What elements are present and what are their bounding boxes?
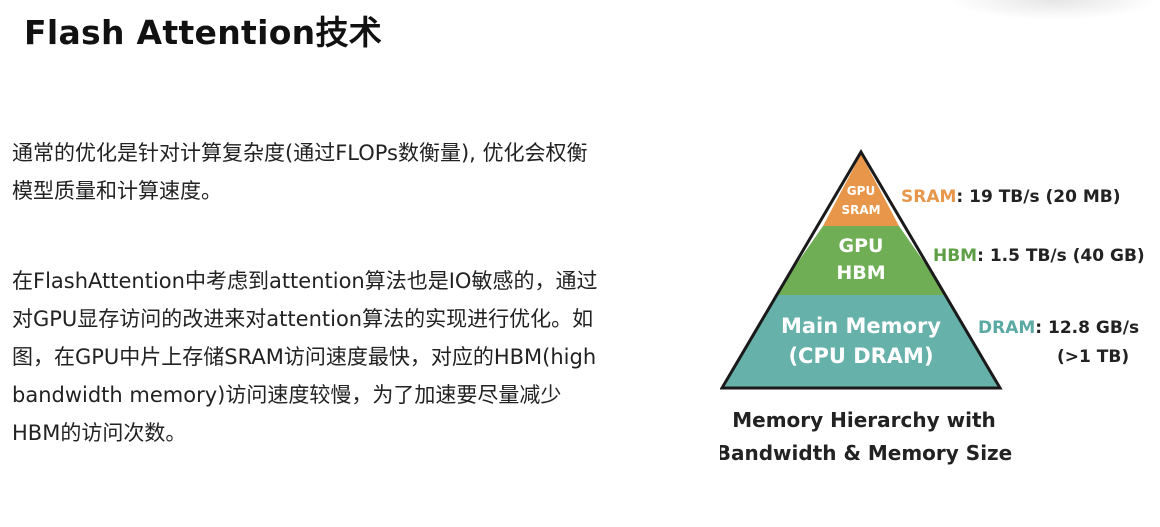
pyramid-dram-band <box>724 295 998 388</box>
corner-shadow <box>950 0 1160 20</box>
dram-spec: DRAM: 12.8 GB/s <box>978 318 1139 338</box>
pyramid-sram-band <box>823 154 899 226</box>
hbm-bandwidth: : 1.5 TB/s (40 GB) <box>977 246 1145 266</box>
sram-line-1: GPU <box>847 184 875 198</box>
paragraph-flashattention: 在FlashAttention中考虑到attention算法也是IO敏感的，通过… <box>12 269 598 445</box>
dram-size: (>1 TB) <box>1057 347 1129 367</box>
hbm-spec: HBM: 1.5 TB/s (40 GB) <box>933 246 1145 266</box>
dram-line-2: (CPU DRAM) <box>788 344 933 368</box>
memory-hierarchy-diagram: GPU SRAM GPU HBM Main Memory (CPU DRAM) … <box>720 149 1145 465</box>
sram-bandwidth: : 19 TB/s (20 MB) <box>956 187 1120 207</box>
sram-line-2: SRAM <box>841 203 880 217</box>
sram-name: SRAM <box>901 187 956 207</box>
hbm-name: HBM <box>933 246 977 266</box>
sram-spec: SRAM: 19 TB/s (20 MB) <box>901 187 1121 207</box>
dram-name: DRAM <box>978 318 1035 338</box>
dram-bandwidth: : 12.8 GB/s <box>1035 318 1139 338</box>
pyramid-outline <box>720 149 1003 390</box>
dram-line-1: Main Memory <box>781 314 941 338</box>
paragraph-optimization: 通常的优化是针对计算复杂度(通过FLOPs数衡量), 优化会权衡 模型质量和计算… <box>12 141 588 203</box>
slide-title: Flash Attention技术 <box>24 13 383 52</box>
diagram-caption-line-2: Bandwidth & Memory Size <box>720 441 1012 465</box>
hbm-line-2: HBM <box>836 262 885 284</box>
diagram-caption-line-1: Memory Hierarchy with <box>732 408 996 432</box>
hbm-line-1: GPU <box>839 235 884 257</box>
pyramid-hbm-band <box>775 226 947 295</box>
